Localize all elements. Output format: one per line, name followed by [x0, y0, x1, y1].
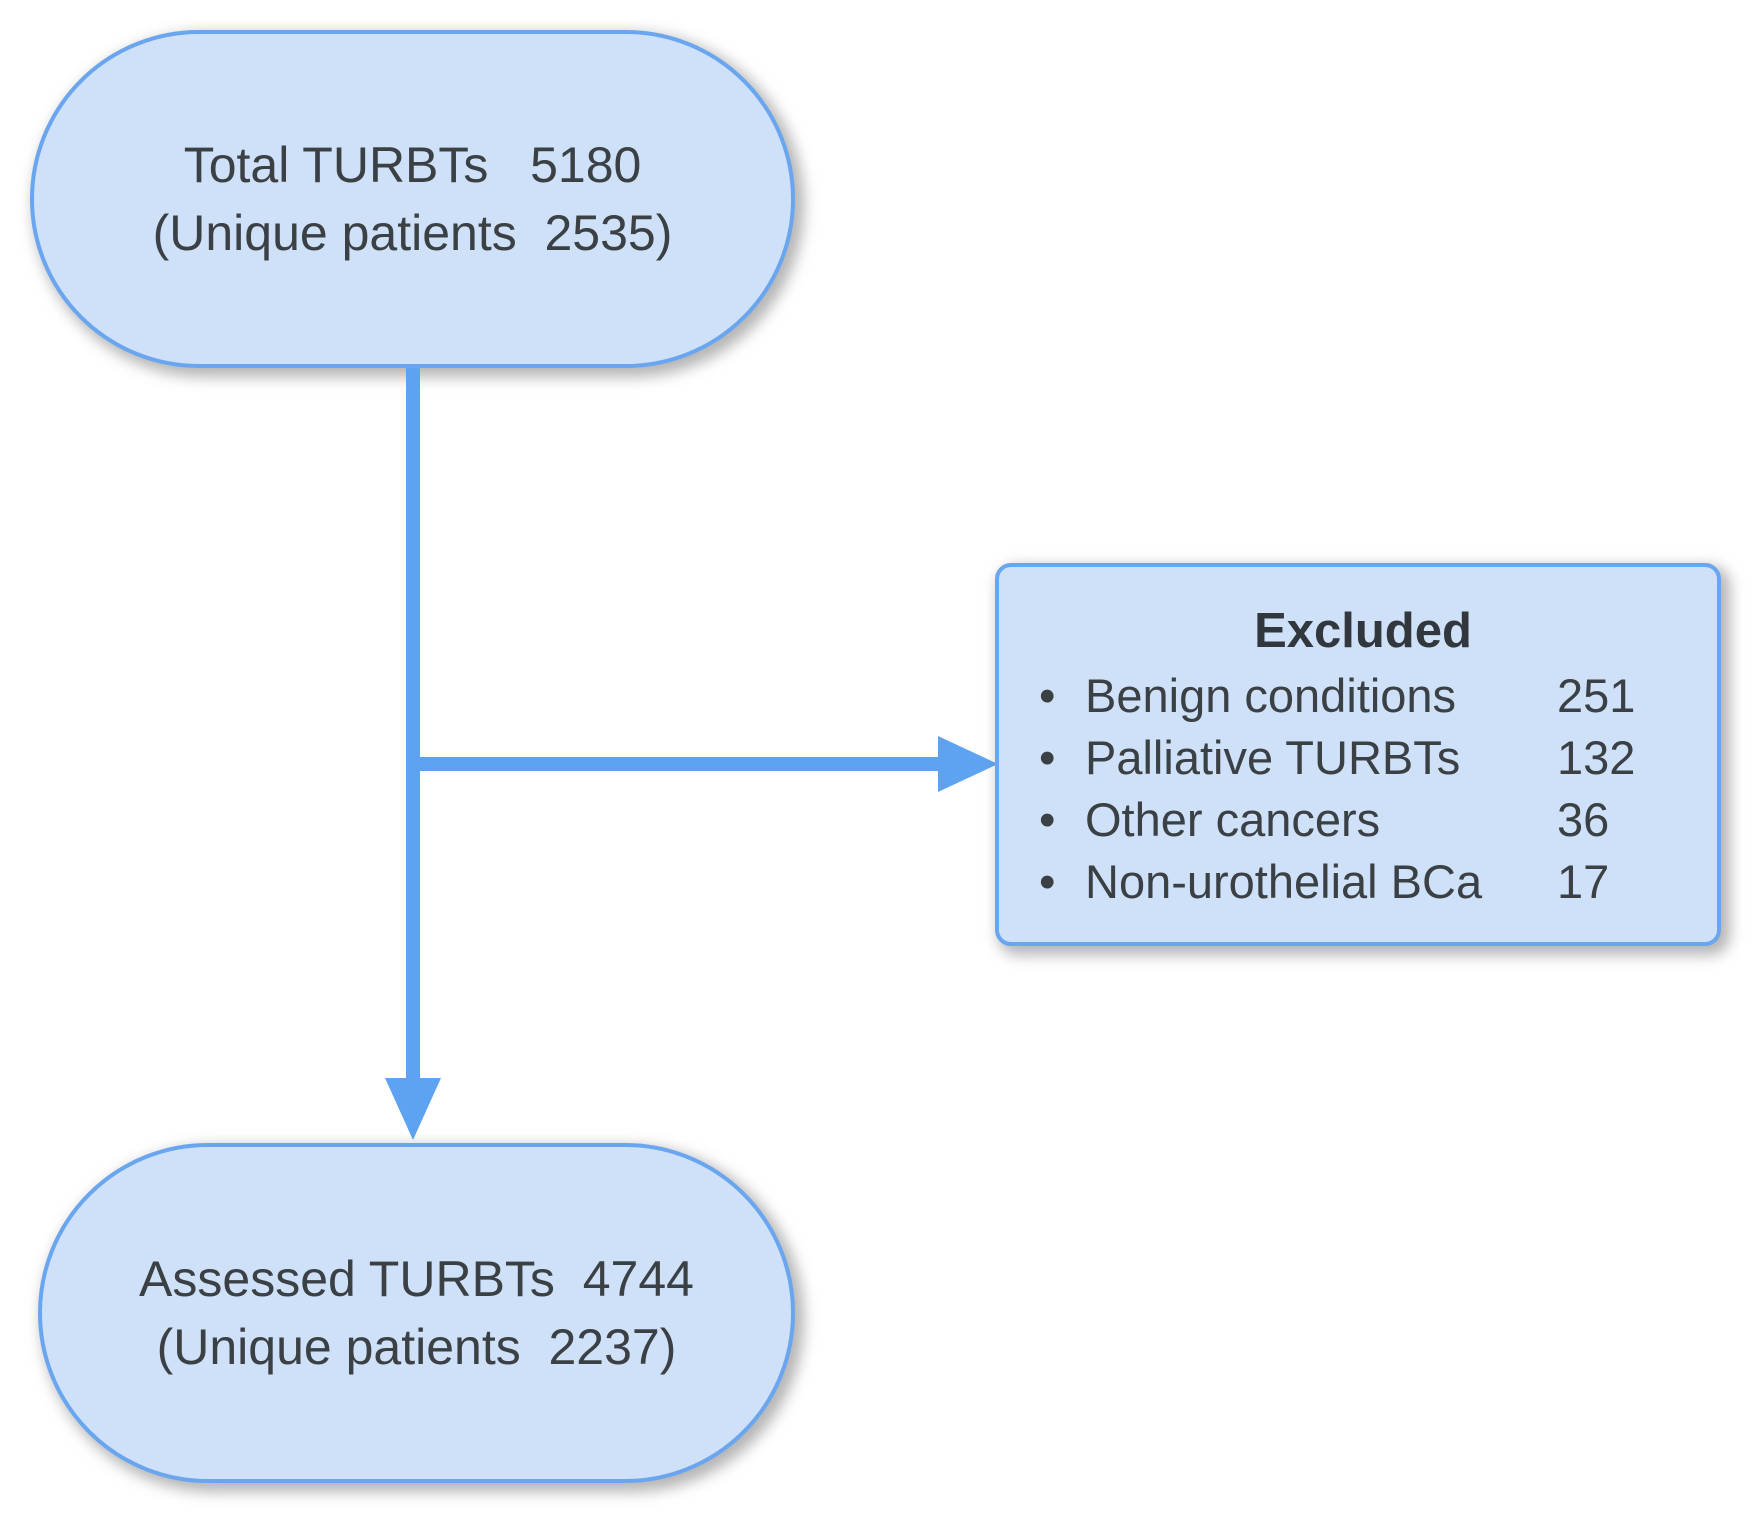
excluded-row-palliative-turbts: • Palliative TURBTs 132	[1039, 727, 1687, 789]
bullet-icon: •	[1039, 793, 1056, 846]
bullet-icon: •	[1039, 731, 1056, 784]
excluded-title: Excluded	[1254, 604, 1472, 658]
excluded-row-label: Other cancers	[1085, 793, 1381, 846]
excluded-row-non-urothelial-bca: • Non-urothelial BCa 17	[1039, 851, 1687, 913]
down-arrowhead-icon	[385, 1078, 441, 1140]
down-arrow-shaft	[406, 368, 420, 1078]
excluded-row-label: Non-urothelial BCa	[1085, 855, 1483, 908]
excluded-row-value: 251	[1557, 669, 1636, 722]
node-excluded: Excluded • Benign conditions 251 • Palli…	[995, 563, 1721, 946]
excluded-row-value: 17	[1557, 855, 1610, 908]
total-unique-patients-line: (Unique patients 2535)	[152, 205, 673, 261]
excluded-row-benign-conditions: • Benign conditions 251	[1039, 665, 1687, 727]
right-arrow-shaft	[406, 757, 942, 771]
excluded-row-label: Palliative TURBTs	[1085, 731, 1461, 784]
assessed-unique-patients-line: (Unique patients 2237)	[156, 1319, 677, 1375]
excluded-row-other-cancers: • Other cancers 36	[1039, 789, 1687, 851]
right-arrowhead-icon	[938, 736, 998, 792]
excluded-row-value: 36	[1557, 793, 1610, 846]
excluded-row-value: 132	[1557, 731, 1636, 784]
bullet-icon: •	[1039, 669, 1056, 722]
excluded-row-label: Benign conditions	[1085, 669, 1457, 722]
total-turbts-count-line: Total TURBTs 5180	[183, 137, 642, 193]
node-total-turbts: Total TURBTs 5180 (Unique patients 2535)	[30, 30, 795, 368]
bullet-icon: •	[1039, 855, 1056, 908]
assessed-turbts-count-line: Assessed TURBTs 4744	[139, 1251, 694, 1307]
node-assessed-turbts: Assessed TURBTs 4744 (Unique patients 22…	[38, 1143, 795, 1483]
